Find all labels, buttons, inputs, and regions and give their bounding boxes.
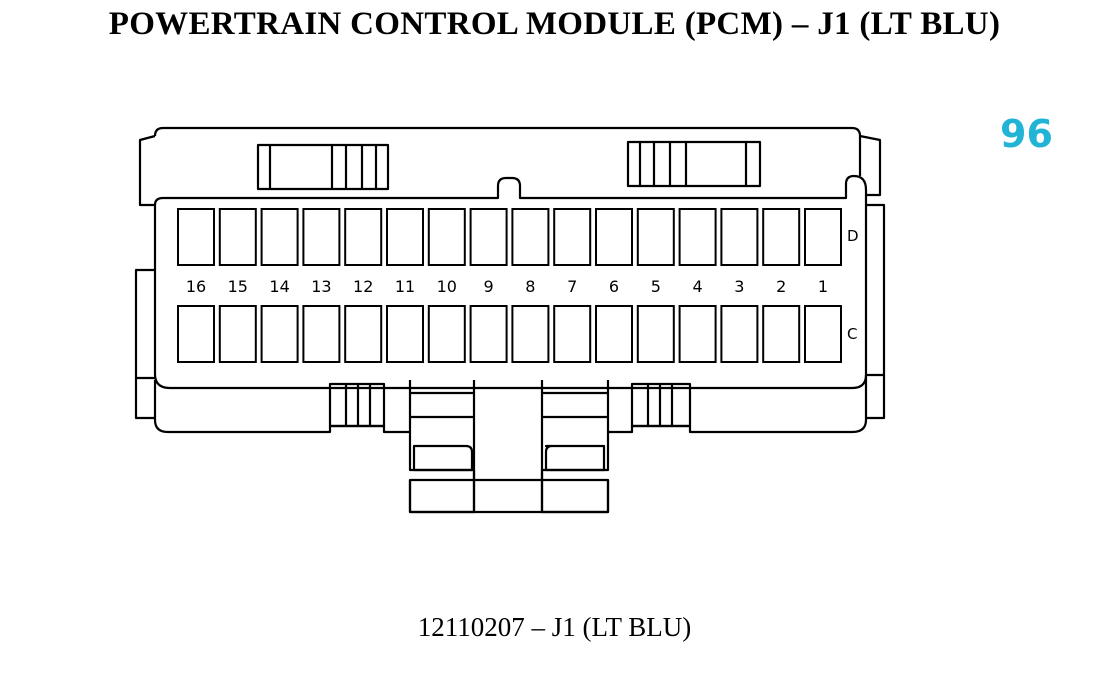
pin-number-label: 7 bbox=[567, 277, 577, 296]
cavity-d1 bbox=[804, 208, 842, 266]
cavity-c14 bbox=[260, 305, 299, 363]
pin-number-label: 4 bbox=[693, 277, 703, 296]
cavity-c10 bbox=[427, 305, 466, 363]
cavity-d10 bbox=[427, 208, 466, 266]
cavity-d6 bbox=[595, 208, 633, 266]
connector-housing-outline bbox=[153, 126, 862, 176]
cavity-c5 bbox=[636, 305, 675, 363]
top-right-rib-window bbox=[626, 140, 762, 188]
cavity-c7 bbox=[553, 305, 592, 363]
cavity-d8 bbox=[511, 208, 550, 266]
pin-number-label: 9 bbox=[484, 277, 494, 296]
cavity-d7 bbox=[553, 208, 592, 266]
diagram-title: POWERTRAIN CONTROL MODULE (PCM) – J1 (LT… bbox=[108, 6, 1001, 42]
cavity-c16 bbox=[177, 305, 215, 363]
left-side-bracket bbox=[134, 268, 155, 380]
cavity-d3 bbox=[720, 208, 759, 266]
pin-number-label: 11 bbox=[395, 277, 415, 296]
cavity-d11 bbox=[386, 208, 424, 266]
cavity-d4 bbox=[678, 208, 717, 266]
right-latch-hook bbox=[544, 444, 606, 472]
part-number-caption: 12110207 – J1 (LT BLU) bbox=[417, 612, 692, 642]
pin-number-label: 14 bbox=[269, 277, 289, 296]
top-left-rib-window bbox=[256, 143, 390, 191]
cavity-d2 bbox=[762, 208, 801, 266]
pin-number-label: 12 bbox=[353, 277, 373, 296]
cavity-c2 bbox=[762, 305, 801, 363]
cavity-c4 bbox=[678, 305, 717, 363]
pin-number-label: 1 bbox=[818, 277, 828, 296]
cavity-d13 bbox=[302, 208, 341, 266]
pin-face-outline bbox=[153, 174, 868, 390]
cavity-d14 bbox=[260, 208, 299, 266]
pin-number-label: 8 bbox=[525, 277, 535, 296]
right-side-bracket bbox=[866, 203, 886, 377]
pin-number-label: 3 bbox=[734, 277, 744, 296]
pin-number-label: 5 bbox=[651, 277, 661, 296]
pin-number-label: 13 bbox=[311, 277, 331, 296]
cavity-d9 bbox=[469, 208, 508, 266]
cavity-c9 bbox=[469, 305, 508, 363]
cavity-c15 bbox=[218, 305, 257, 363]
center-latch bbox=[472, 380, 544, 512]
row-letter-c: C bbox=[847, 325, 857, 343]
pin-number-label: 16 bbox=[186, 277, 206, 296]
cavity-d15 bbox=[218, 208, 257, 266]
cavity-c12 bbox=[344, 305, 383, 363]
cavity-c6 bbox=[595, 305, 633, 363]
cavity-d12 bbox=[344, 208, 383, 266]
cavity-c8 bbox=[511, 305, 550, 363]
cavity-c1 bbox=[804, 305, 842, 363]
row-d-cavities bbox=[177, 208, 842, 266]
pin-number-label: 6 bbox=[609, 277, 619, 296]
right-latch-ear bbox=[859, 134, 882, 197]
pin-number-label: 2 bbox=[776, 277, 786, 296]
pin-number-label: 15 bbox=[228, 277, 248, 296]
cavity-c11 bbox=[386, 305, 424, 363]
row-c-cavities bbox=[177, 305, 842, 363]
left-latch-ear bbox=[138, 134, 156, 207]
cavity-c13 bbox=[302, 305, 341, 363]
row-letter-d: D bbox=[847, 227, 859, 245]
cavity-d5 bbox=[636, 208, 675, 266]
cavity-d16 bbox=[177, 208, 215, 266]
left-latch-hook bbox=[412, 444, 474, 472]
pin-number-label: 10 bbox=[437, 277, 457, 296]
cavity-c3 bbox=[720, 305, 759, 363]
handwritten-page-note: 96 bbox=[1000, 112, 1053, 156]
